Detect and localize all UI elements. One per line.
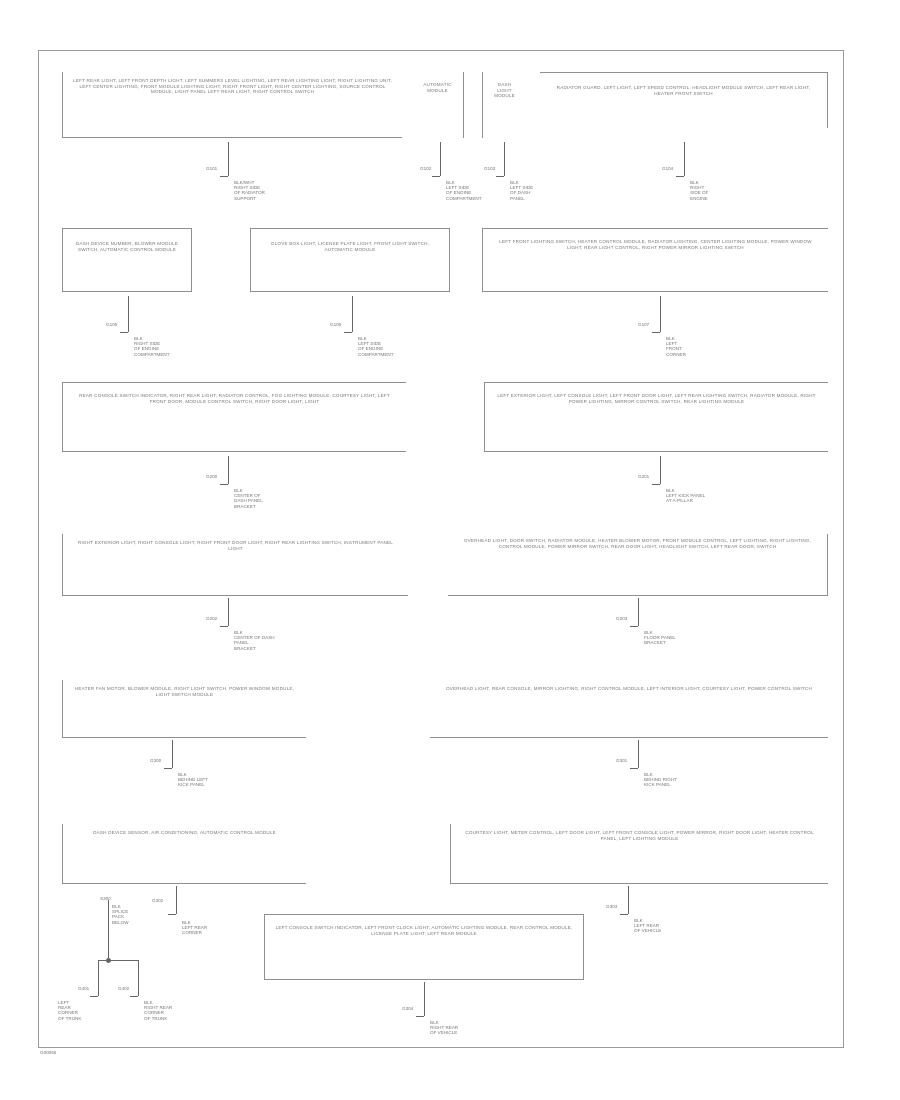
- ground-wire: [660, 296, 661, 332]
- component-box: LEFT EXTERIOR LIGHT, LEFT CONSOLE LIGHT,…: [484, 382, 828, 452]
- ground-code: G105: [106, 322, 118, 327]
- ground-symbol: [344, 332, 352, 333]
- ground-symbol: [496, 176, 504, 177]
- ground-code: G104: [662, 166, 674, 171]
- ground-wire: [424, 982, 425, 1016]
- ground-symbol: [90, 996, 98, 997]
- ground-code: G304: [402, 1006, 414, 1011]
- ground-label: BLK LEFT SIDE OF DASH PANEL: [510, 180, 534, 201]
- ground-code: G202: [206, 616, 218, 621]
- component-box: AUTOMATIC MODULE: [412, 72, 464, 138]
- ground-code: G200: [206, 474, 218, 479]
- component-box: LEFT CONSOLE SWITCH INDICATOR, LEFT FRON…: [264, 914, 584, 980]
- ground-label: BLK RIGHT REAR CORNER OF TRUNK: [144, 1000, 173, 1021]
- ground-wire: [228, 142, 229, 176]
- ground-label: BLK CENTER OF DASH PANEL BRACKET: [234, 630, 275, 651]
- ground-symbol: [168, 914, 176, 915]
- ground-wire: [638, 740, 639, 768]
- ground-code: G401: [78, 986, 90, 991]
- ground-wire: [138, 960, 139, 996]
- ground-wire: [684, 142, 685, 176]
- ground-wire: [440, 142, 441, 176]
- component-box: OVERHEAD LIGHT, REAR CONSOLE, MIRROR LIG…: [430, 680, 828, 738]
- ground-code: G103: [484, 166, 496, 171]
- ground-code: G300: [150, 758, 162, 763]
- ground-code: G107: [638, 322, 650, 327]
- ground-code: G303: [606, 904, 618, 909]
- ground-symbol: [164, 768, 172, 769]
- ground-wire: [98, 960, 99, 996]
- ground-wire: [128, 296, 129, 332]
- ground-symbol: [220, 176, 228, 177]
- ground-wire: [228, 598, 229, 626]
- ground-label: LEFT REAR CORNER OF TRUNK: [58, 1000, 82, 1021]
- splice-label: BLK SPLICE PACK BELOW: [112, 904, 129, 925]
- ground-code: G106: [330, 322, 342, 327]
- ground-symbol: [220, 484, 228, 485]
- ground-code: G302: [152, 898, 164, 903]
- component-box: RIGHT EXTERIOR LIGHT, RIGHT CONSOLE LIGH…: [62, 534, 408, 596]
- ground-label: BLK LEFT FRONT CORNER: [666, 336, 686, 357]
- ground-symbol: [220, 626, 228, 627]
- ground-label: BLK LEFT REAR CORNER: [182, 920, 208, 936]
- ground-wire: [660, 456, 661, 484]
- component-box: GLOVE BOX LIGHT, LICENSE PLATE LIGHT, FR…: [250, 228, 450, 292]
- ground-label: BLK LEFT SIDE OF ENGINE COMPARTMENT: [358, 336, 394, 357]
- component-box: RADIATOR GUARD, LEFT LIGHT, LEFT SPEED C…: [540, 72, 828, 128]
- ground-label: BLK FLOOR PANEL BRACKET: [644, 630, 676, 646]
- ground-symbol: [120, 332, 128, 333]
- ground-wire: [176, 886, 177, 914]
- ground-wire: [638, 598, 639, 626]
- ground-label: BLK RIGHT SIDE OF ENGINE: [690, 180, 709, 201]
- ground-label: BLK LEFT KICK PANEL AT A-PILLAR: [666, 488, 706, 504]
- ground-label: BLK RIGHT REAR OF VEHICLE: [430, 1020, 459, 1036]
- component-box: REAR CONSOLE SWITCH INDICATOR, RIGHT REA…: [62, 382, 406, 452]
- ground-label: BLK/WHT RIGHT SIDE OF RADIATOR SUPPORT: [234, 180, 265, 201]
- component-box: DASH DEVICE SENSOR, AIR CONDITIONING, AU…: [62, 824, 306, 884]
- ground-wire: [628, 886, 629, 914]
- ground-label: BLK LEFT SIDE OF ENGINE COMPARTMENT: [446, 180, 482, 201]
- ground-code: G101: [206, 166, 218, 171]
- ground-symbol: [130, 996, 138, 997]
- ground-wire: [172, 740, 173, 768]
- component-box: DASH LIGHT MODULE: [482, 72, 526, 138]
- ground-label: BLK BEHIND RIGHT KICK PANEL: [644, 772, 677, 788]
- splice-wire: [108, 900, 109, 960]
- ground-symbol: [620, 914, 628, 915]
- ground-symbol: [652, 332, 660, 333]
- splice-branch: [108, 960, 138, 961]
- splice-code: S300: [100, 896, 111, 901]
- ground-code: G102: [420, 166, 432, 171]
- ground-wire: [228, 456, 229, 484]
- component-box: COURTESY LIGHT, METER CONTROL, LEFT DOOR…: [450, 824, 828, 884]
- ground-code: G201: [638, 474, 650, 479]
- ground-label: BLK BEHIND LEFT KICK PANEL: [178, 772, 208, 788]
- splice-branch: [98, 960, 108, 961]
- ground-code: G402: [118, 986, 130, 991]
- ground-symbol: [652, 484, 660, 485]
- component-box: LEFT FRONT LIGHTING SWITCH, HEATER CONTR…: [482, 228, 828, 292]
- ground-code: G203: [616, 616, 628, 621]
- component-box: HEATER FAN MOTOR, BLOWER MODULE, RIGHT L…: [62, 680, 306, 738]
- ground-symbol: [630, 626, 638, 627]
- ground-symbol: [630, 768, 638, 769]
- ground-wire: [504, 142, 505, 176]
- ground-symbol: [416, 1016, 424, 1017]
- component-box: OVERHEAD LIGHT, DOOR SWITCH, RADIATOR MO…: [448, 534, 828, 596]
- ground-symbol: [676, 176, 684, 177]
- ground-symbol: [432, 176, 440, 177]
- component-box: LEFT REAR LIGHT, LEFT FRONT DEPTH LIGHT,…: [62, 72, 402, 138]
- ground-label: BLK RIGHT SIDE OF ENGINE COMPARTMENT: [134, 336, 170, 357]
- ground-wire: [352, 296, 353, 332]
- page-tag: G00065: [40, 1050, 57, 1055]
- ground-label: BLK CENTER OF DASH PANEL BRACKET: [234, 488, 263, 509]
- diagram-frame: [38, 50, 844, 1048]
- ground-code: G301: [616, 758, 628, 763]
- ground-label: BLK LEFT REAR OF VEHICLE: [634, 918, 662, 934]
- component-box: DASH DEVICE NUMBER, BLOWER MODULE SWITCH…: [62, 228, 192, 292]
